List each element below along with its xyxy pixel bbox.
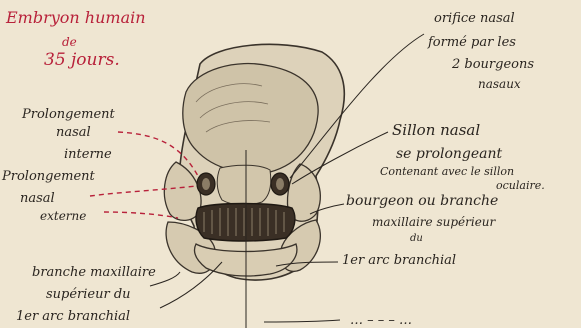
label-bottom-fragment: … – – – … <box>350 314 412 327</box>
label-sillon-4: oculaire. <box>496 180 545 191</box>
label-pni-2: nasal <box>56 126 91 139</box>
label-sillon-2: se prolongeant <box>396 147 502 161</box>
label-pne-2: nasal <box>20 192 55 205</box>
label-du: du <box>410 234 423 244</box>
label-orifice-4: nasaux <box>478 78 521 90</box>
label-pni-1: Prolongement <box>22 108 115 121</box>
label-orifice-3: 2 bourgeons <box>452 58 534 71</box>
label-pne-3: externe <box>40 210 86 222</box>
label-arc-branchial: 1er arc branchial <box>342 254 456 267</box>
leader-bottom <box>264 320 340 322</box>
label-bourgeon-2: maxillaire supérieur <box>372 216 495 228</box>
frontal-prominence <box>183 64 318 174</box>
right-nostril-inner <box>276 178 284 190</box>
title-line-2: de <box>62 36 77 48</box>
title-line-3: 35 jours. <box>44 52 120 69</box>
label-bourgeon-1: bourgeon ou branche <box>346 194 498 208</box>
label-sillon-3: Contenant avec le sillon <box>380 166 514 177</box>
label-branche-3: 1er arc branchial <box>16 310 130 323</box>
title-line-1: Embryon humain <box>6 10 146 26</box>
label-orifice-2: formé par les <box>428 36 516 49</box>
median-nasal-process <box>217 165 271 205</box>
leader-pne-2 <box>104 212 178 218</box>
label-pne-1: Prolongement <box>2 170 95 183</box>
label-branche-2: supérieur du <box>46 288 131 301</box>
label-orifice-1: orifice nasal <box>434 12 515 25</box>
label-branche-1: branche maxillaire <box>32 266 156 279</box>
left-nostril-inner <box>202 178 210 190</box>
label-sillon-1: Sillon nasal <box>392 123 480 138</box>
stomodeum <box>196 204 295 242</box>
label-pni-3: interne <box>64 148 112 161</box>
